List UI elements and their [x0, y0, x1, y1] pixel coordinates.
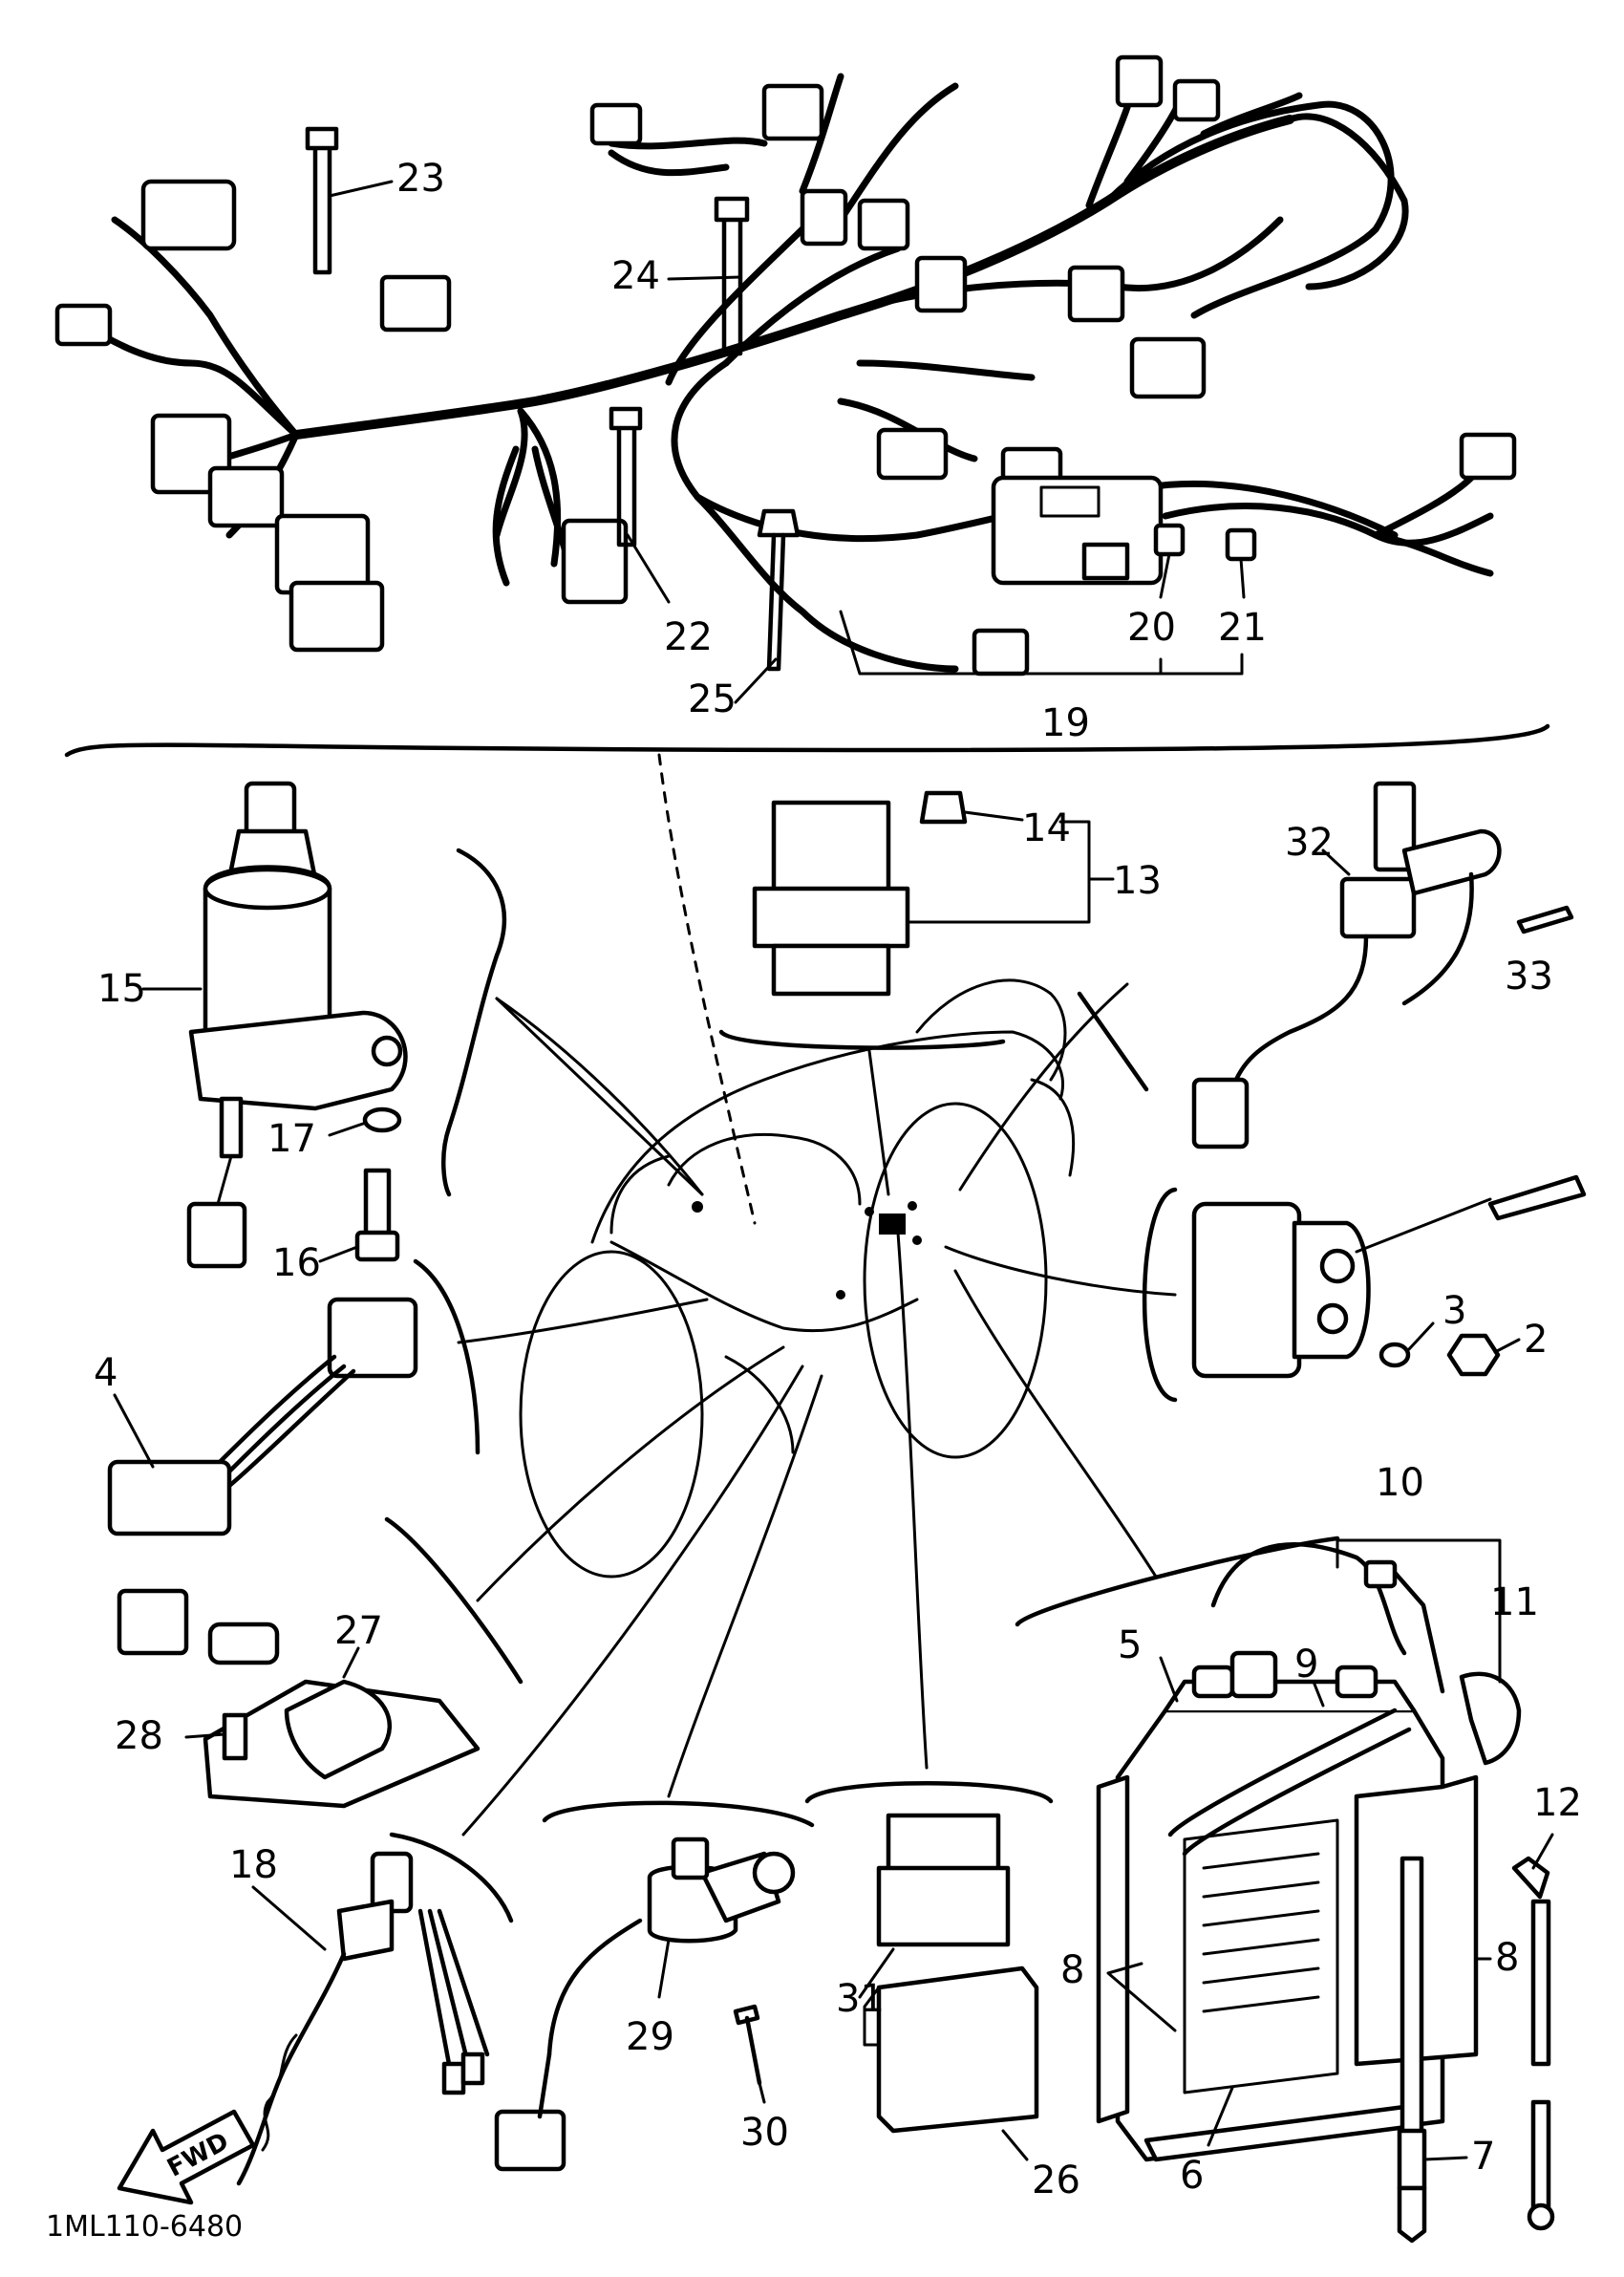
relay-assembly: 14 13: [718, 790, 1162, 1196]
callout-7: 7: [1471, 2135, 1495, 2179]
callout-28: 28: [115, 1714, 163, 1758]
sensor-unit-assembly: 32 33: [958, 781, 1574, 1192]
callout-10: 10: [1376, 1461, 1424, 1505]
callout-11: 11: [1490, 1580, 1539, 1624]
callout-27: 27: [334, 1609, 383, 1653]
callout-15: 15: [97, 967, 146, 1011]
main-switch-assembly: 15 17 16: [97, 781, 704, 1285]
callout-25: 25: [688, 677, 737, 721]
callout-14: 14: [1022, 806, 1071, 850]
callout-32: 32: [1285, 821, 1334, 865]
callout-26: 26: [1032, 2159, 1080, 2202]
battery-assembly: 5 9 10 11 12 8 8 7 6: [953, 1269, 1582, 2244]
callout-23: 23: [396, 157, 445, 201]
callout-2: 2: [1524, 1318, 1548, 1362]
drawing-code: 1ML110-6480: [46, 2210, 243, 2244]
motorcycle-outline: [519, 978, 1076, 1579]
callout-5: 5: [1118, 1623, 1142, 1667]
callout-17: 17: [267, 1117, 316, 1161]
callout-22: 22: [664, 615, 713, 659]
callout-12: 12: [1533, 1781, 1582, 1825]
callout-20: 20: [1127, 606, 1176, 650]
lead-wire-assembly: 4: [94, 1258, 709, 1536]
callout-18: 18: [229, 1843, 278, 1887]
callout-9: 9: [1294, 1643, 1318, 1686]
callout-8b: 8: [1060, 1948, 1084, 1992]
wire-harness-assembly: 23 24 22 25 20 21 19: [54, 54, 1550, 758]
stop-switch-assembly: 18 FWD: [117, 1364, 804, 2205]
starter-relay-assembly: 3 2: [944, 1174, 1587, 1403]
speed-sensor-assembly: 29 30: [494, 1374, 823, 2172]
callout-33: 33: [1505, 955, 1553, 999]
callout-4: 4: [94, 1351, 118, 1395]
callout-8a: 8: [1495, 1936, 1519, 1980]
callout-16: 16: [272, 1241, 321, 1285]
flasher-relay-assembly: 31 26: [804, 1231, 1080, 2202]
callout-13: 13: [1113, 859, 1162, 903]
callout-21: 21: [1218, 606, 1267, 650]
callout-24: 24: [611, 254, 660, 298]
callout-31: 31: [836, 1977, 885, 2021]
location-leaders: [495, 753, 757, 1225]
switch-bracket-assembly: 27 28: [115, 1345, 785, 1809]
callout-19: 19: [1041, 701, 1090, 745]
callout-6: 6: [1180, 2154, 1204, 2198]
callout-29: 29: [626, 2015, 674, 2059]
callout-30: 30: [740, 2111, 789, 2155]
callout-3: 3: [1442, 1289, 1466, 1333]
